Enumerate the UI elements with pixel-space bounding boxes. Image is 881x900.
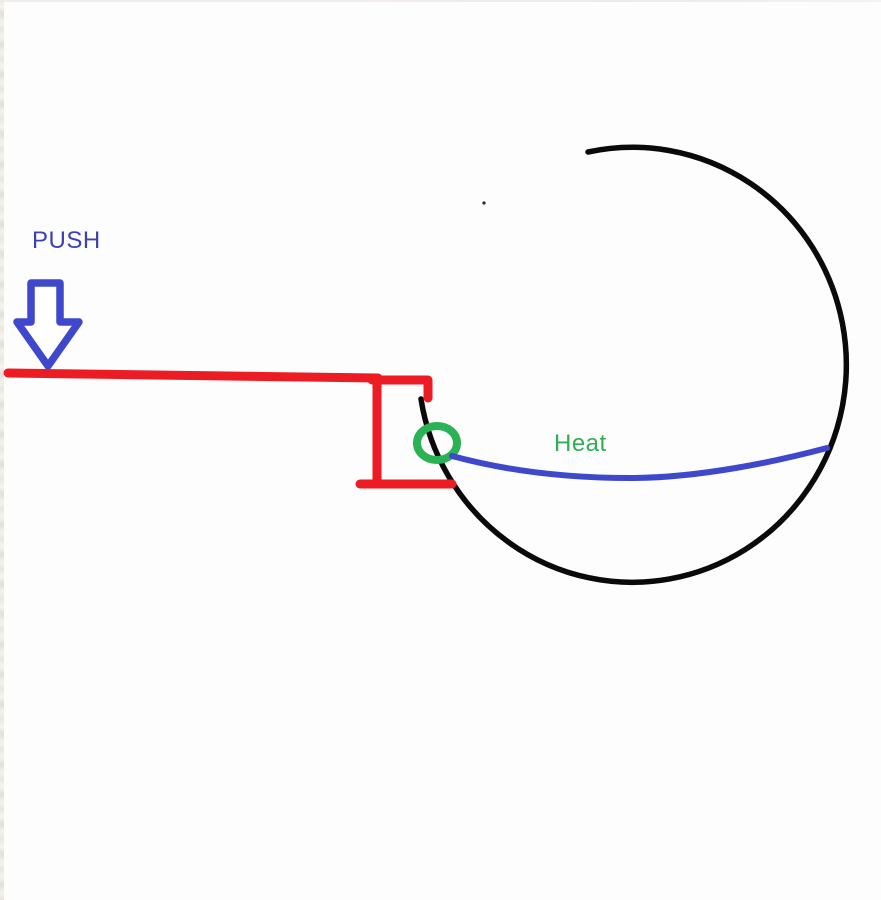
scan-artifact-left-edge (0, 0, 4, 900)
heat-curve-line (449, 445, 830, 482)
heat-label: Heat (554, 430, 607, 457)
push-down-arrow-icon (13, 279, 83, 370)
scan-artifact-top-edge (0, 0, 881, 2)
open-circle-arc (418, 144, 850, 586)
push-label: PUSH (32, 227, 101, 254)
lever-step-top (367, 375, 433, 403)
lever-line (3, 368, 383, 383)
stray-dot (482, 201, 486, 205)
pivot-ring (413, 422, 461, 464)
